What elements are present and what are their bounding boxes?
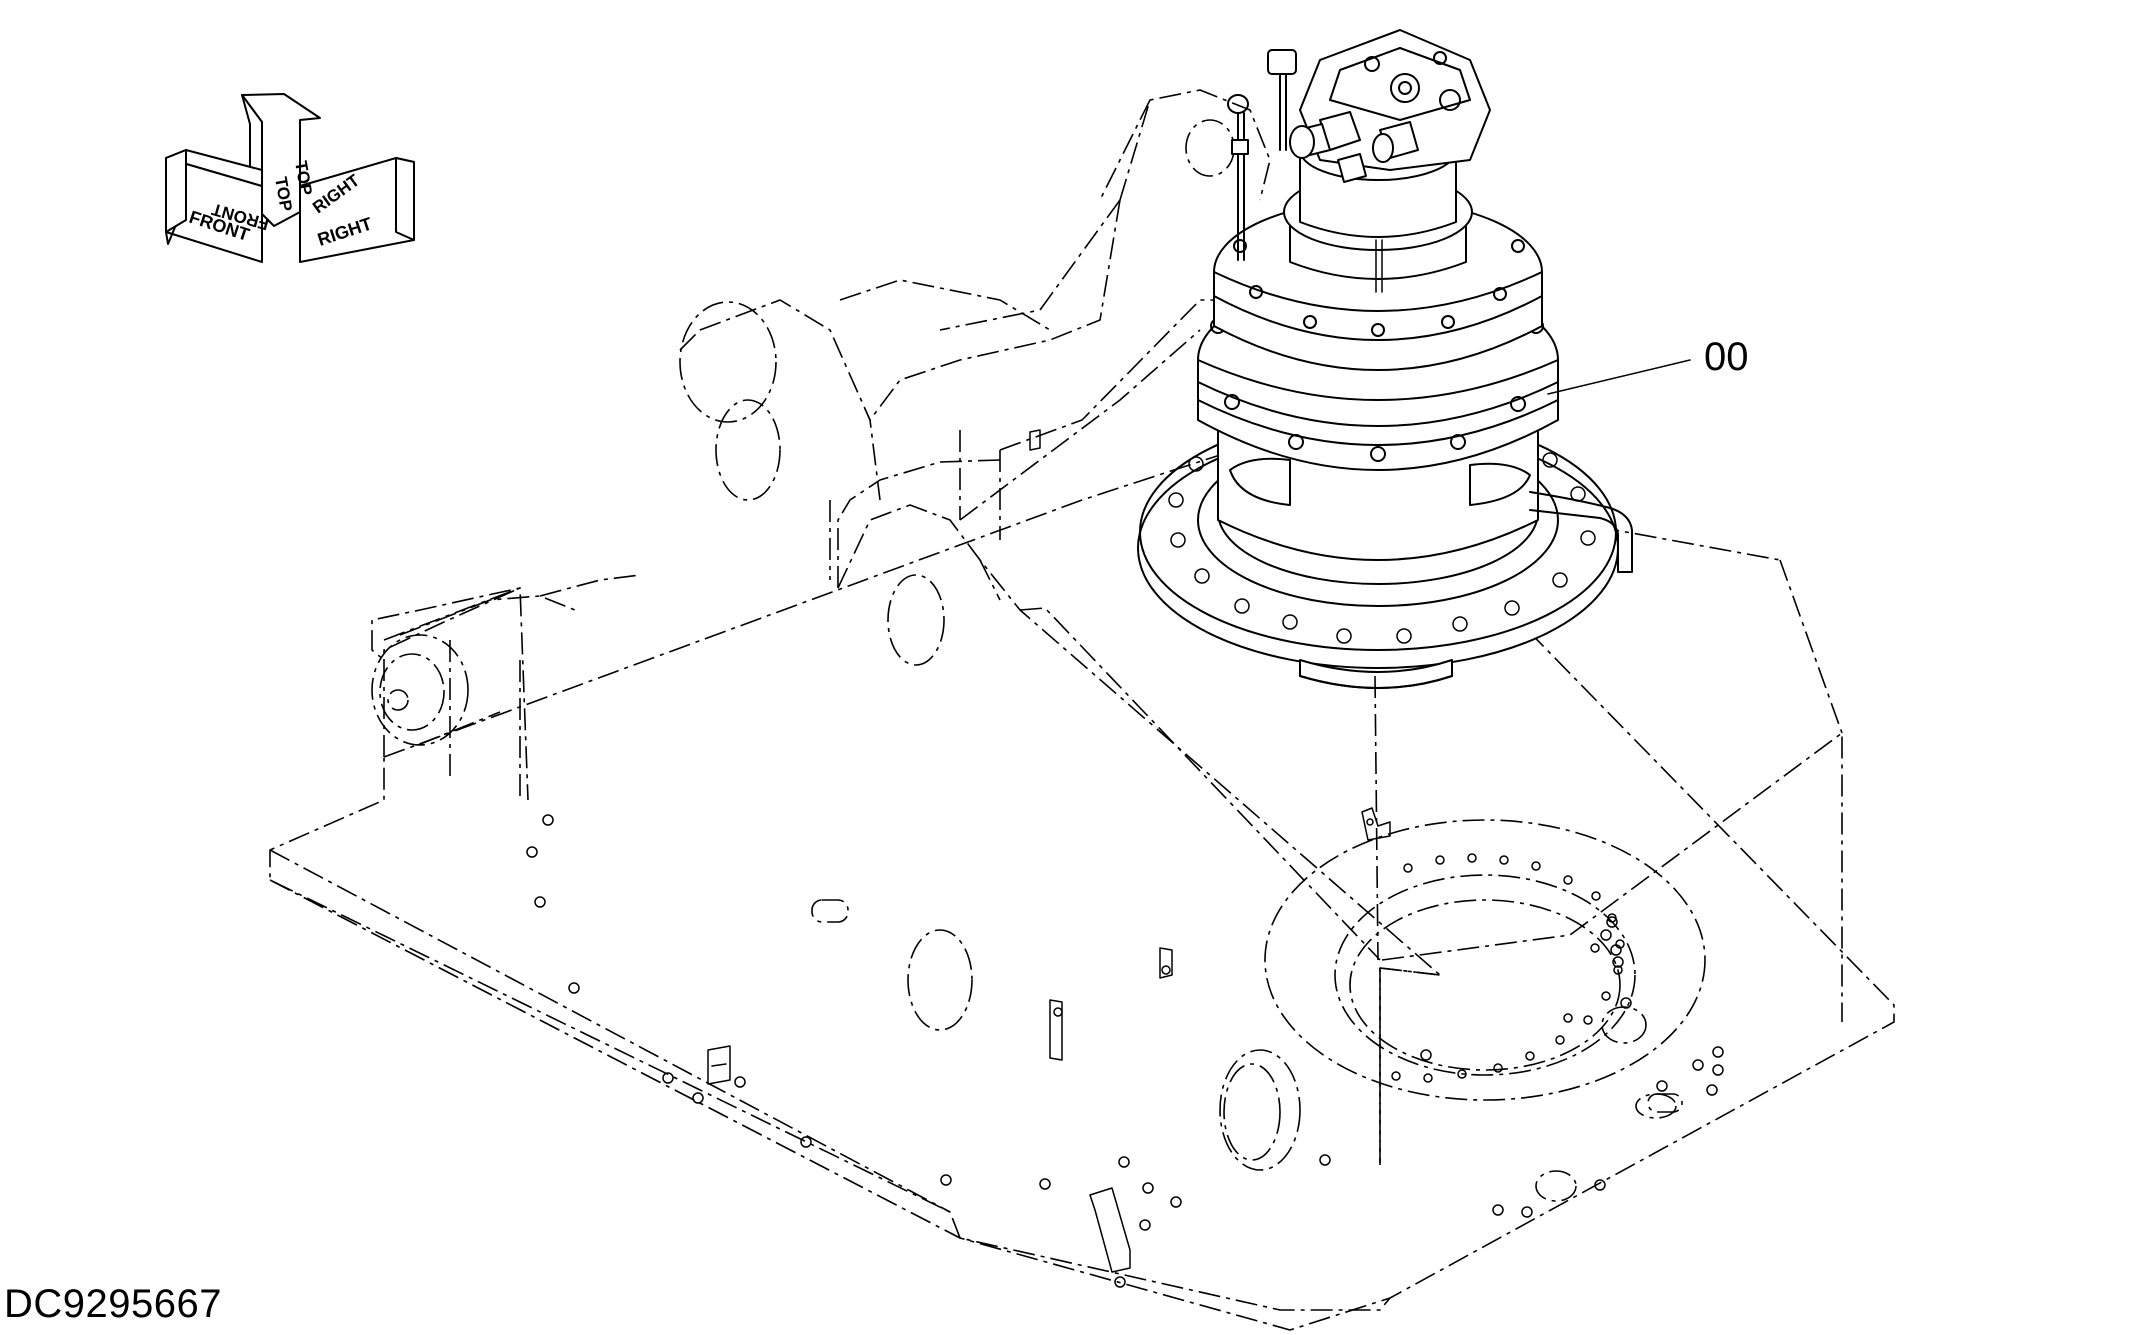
ring-bolt-holes bbox=[1391, 853, 1625, 1083]
plate-holes bbox=[526, 814, 1724, 1288]
swing-device-assembly bbox=[1137, 29, 1633, 689]
frame-base-plate bbox=[269, 454, 1895, 1311]
callout-00: 00 bbox=[1547, 335, 1749, 395]
breather-cap bbox=[1267, 49, 1297, 75]
wall-clip-5 bbox=[1361, 807, 1391, 841]
upper-stage-bolts bbox=[1233, 239, 1525, 337]
callout-label: 00 bbox=[1704, 335, 1749, 379]
boom-foot-boss-left bbox=[371, 574, 641, 746]
swing-bearing-ring bbox=[1264, 819, 1706, 1101]
wall-clip-6 bbox=[1029, 429, 1041, 451]
hydraulic-fittings bbox=[1289, 111, 1419, 183]
wall-clip-2 bbox=[1049, 999, 1063, 1061]
dipstick-ring bbox=[1227, 94, 1249, 114]
wall-clip-4 bbox=[1089, 1187, 1131, 1273]
wall-clip-3 bbox=[707, 1045, 731, 1085]
upper-revolving-frame bbox=[269, 89, 1895, 1331]
wall-clip-1 bbox=[1159, 947, 1173, 979]
flange-bolt-holes bbox=[1168, 452, 1596, 644]
frame-left-wall bbox=[371, 587, 521, 757]
orientation-indicator: TOP TOP FRONT FRONT RIGHT RIGHT bbox=[165, 93, 415, 263]
boom-foot-boss-right bbox=[679, 279, 1051, 501]
drawing-id: DC9295667 bbox=[4, 1282, 222, 1326]
